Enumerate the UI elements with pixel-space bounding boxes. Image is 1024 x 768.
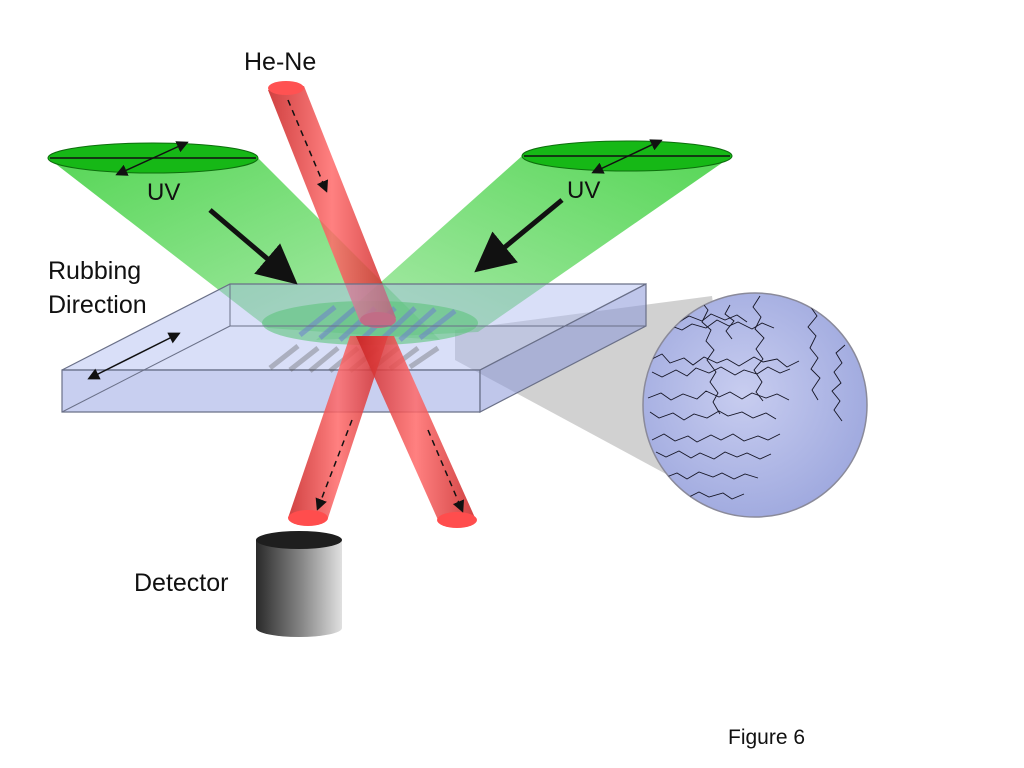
uv-arrow-right-icon bbox=[474, 198, 564, 273]
polymer-chains bbox=[647, 295, 846, 500]
rubbing-direction-label-line2: Direction bbox=[48, 291, 147, 319]
laser-beam-transmitted bbox=[356, 336, 477, 528]
substrate-slab bbox=[61, 283, 647, 413]
uv-beam-left bbox=[47, 141, 440, 340]
polarization-double-arrow-icon bbox=[115, 141, 189, 176]
laser-label: He-Ne bbox=[244, 48, 316, 76]
uv-label-left: UV bbox=[147, 179, 180, 206]
uv-label-right: UV bbox=[567, 177, 600, 204]
laser-beam-incoming bbox=[268, 81, 396, 328]
rubbing-direction-label-line1: Rubbing bbox=[48, 257, 141, 285]
polarization-double-arrow-icon bbox=[591, 139, 663, 174]
grating-pattern-top bbox=[298, 305, 457, 343]
magnified-view bbox=[642, 292, 868, 518]
uv-arrow-left-icon bbox=[208, 208, 298, 285]
rubbing-double-arrow-icon bbox=[87, 332, 181, 380]
laser-beam-diffracted bbox=[288, 336, 388, 526]
detector-cylinder bbox=[256, 531, 342, 637]
uv-beam-right bbox=[316, 139, 733, 340]
detector-label: Detector bbox=[134, 569, 228, 597]
figure-caption: Figure 6 bbox=[728, 726, 806, 749]
